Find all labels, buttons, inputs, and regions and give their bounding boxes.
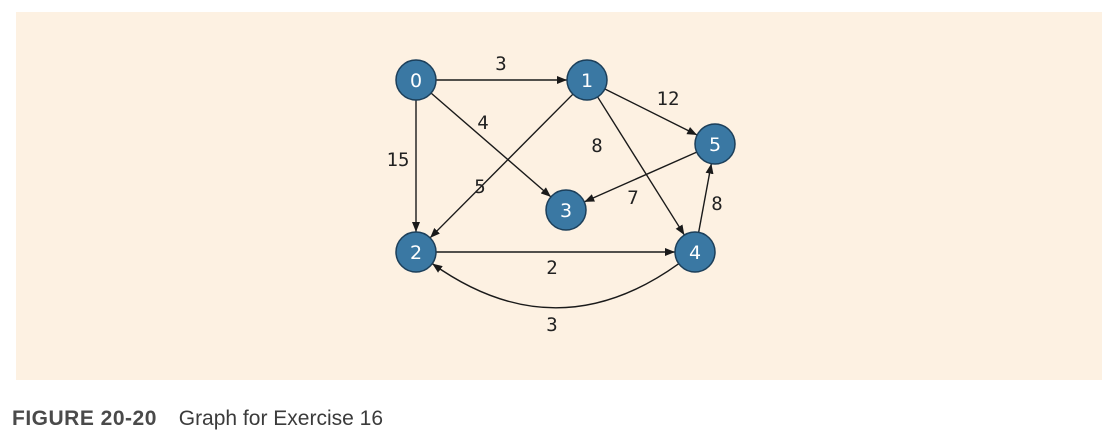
- edge-weight-0-1: 3: [495, 53, 506, 75]
- node-circle: [694, 123, 736, 165]
- node-5: 5: [694, 123, 736, 165]
- edge-weight-4-5: 8: [711, 193, 722, 215]
- edge-weight-0-2: 15: [387, 149, 410, 171]
- edge-weight-4-2: 3: [546, 314, 557, 336]
- node-circle: [674, 231, 716, 273]
- node-0: 0: [395, 59, 437, 101]
- edge-1-4: [597, 96, 685, 236]
- edge-weight-1-5: 12: [657, 88, 680, 110]
- edge-weight-0-3: 4: [477, 112, 488, 134]
- node-circle: [566, 59, 608, 101]
- edge-weight-1-4: 8: [591, 135, 602, 157]
- figure-title: Graph for Exercise 16: [178, 407, 383, 430]
- node-label: 3: [560, 200, 572, 222]
- node-circle: [545, 189, 587, 231]
- node-label: 0: [410, 70, 422, 92]
- figure-caption: FIGURE 20-20 Graph for Exercise 16: [12, 407, 383, 431]
- node-1: 1: [566, 59, 608, 101]
- node-4: 4: [674, 231, 716, 273]
- edge-weight-1-2: 5: [474, 176, 485, 198]
- node-label: 2: [410, 242, 422, 264]
- edge-weight-2-4: 2: [546, 257, 557, 279]
- node-label: 4: [689, 242, 701, 264]
- edge-4-2: [431, 263, 680, 309]
- edge-1-2: [429, 93, 574, 239]
- edge-1-5: [604, 88, 698, 136]
- node-2: 2: [395, 231, 437, 273]
- edge-5-3: [584, 151, 697, 203]
- node-3: 3: [545, 189, 587, 231]
- edge-0-3: [430, 92, 552, 198]
- node-label: 5: [709, 134, 721, 156]
- edge-weight-5-3: 7: [627, 187, 638, 209]
- node-circle: [395, 231, 437, 273]
- edge-4-5: [697, 163, 714, 233]
- node-circle: [395, 59, 437, 101]
- figure-number: FIGURE 20-20: [12, 407, 157, 430]
- node-label: 1: [581, 70, 593, 92]
